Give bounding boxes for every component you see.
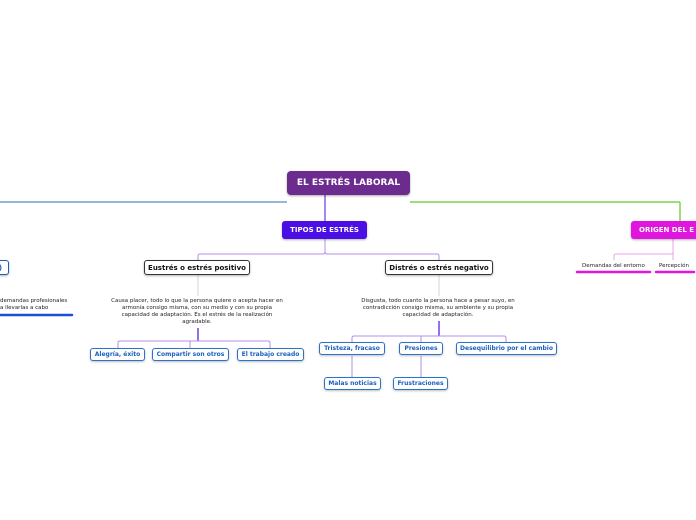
origen-item-demandas[interactable]: Demandas del entorno <box>582 263 645 269</box>
eustres-item-alegria[interactable]: Alegría, éxito <box>90 348 145 361</box>
eustres-node[interactable]: Eustrés o estrés positivo <box>144 260 250 275</box>
distres-item-desequilibrio[interactable]: Desequilibrio por el cambio <box>456 342 557 355</box>
distres-subitem-malas-noticias[interactable]: Malas noticias <box>324 377 381 390</box>
root-node-title[interactable]: EL ESTRÉS LABORAL <box>287 171 410 195</box>
eustres-description: Causa placer, todo lo que la persona qui… <box>111 298 283 325</box>
left-partial-text-2: a llevarlas a cabo <box>0 305 49 311</box>
eustres-item-trabajo[interactable]: El trabajo creado <box>237 348 304 361</box>
tipos-de-estres-node[interactable]: TIPOS DE ESTRÉS <box>282 221 367 239</box>
left-partial-text-1: demandas profesionales <box>0 298 68 304</box>
origen-item-percepcion[interactable]: Percepción <box>659 263 689 269</box>
left-partial-node[interactable]: ) <box>0 260 9 275</box>
distres-subitem-frustraciones[interactable]: Frustraciones <box>393 377 448 390</box>
distres-description: Disgusta, todo cuanto la persona hace a … <box>361 298 515 318</box>
eustres-item-compartir[interactable]: Compartir son otros <box>152 348 229 361</box>
distres-item-presiones[interactable]: Presiones <box>399 342 443 355</box>
origen-del-estres-node[interactable]: ORIGEN DEL E <box>631 221 696 239</box>
distres-node[interactable]: Distrés o estrés negativo <box>385 260 493 275</box>
distres-item-tristeza[interactable]: Tristeza, fracaso <box>319 342 385 355</box>
